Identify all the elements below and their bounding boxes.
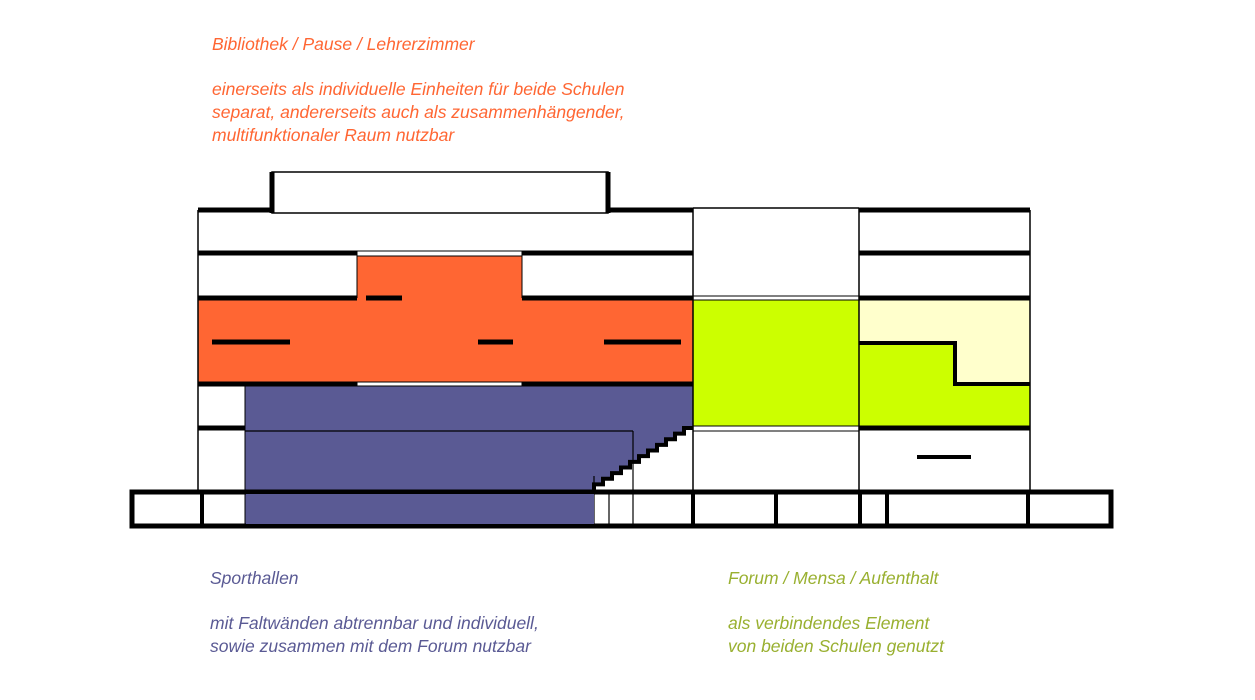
library-desc-line-1: einerseits als individuelle Einheiten fü… [212, 79, 625, 99]
sports-desc-line-2: sowie zusammen mit dem Forum nutzbar [210, 636, 531, 656]
library-desc-line-3: multifunktionaler Raum nutzbar [212, 125, 455, 145]
library-desc-line-2: separat, andererseits auch als zusammenh… [212, 102, 625, 122]
library-title: Bibliothek / Pause / Lehrerzimmer [212, 34, 475, 54]
forum-zone [693, 300, 1030, 426]
forum-desc-line-2: von beiden Schulen genutzt [728, 636, 944, 656]
forum-title: Forum / Mensa / Aufenthalt [728, 568, 939, 588]
library-zone-upper [357, 256, 522, 300]
structure-lines [129, 171, 1114, 529]
sports-title: Sporthallen [210, 568, 299, 588]
sports-desc-line-1: mit Faltwänden abtrennbar und individuel… [210, 613, 539, 633]
sports-hall-ground [246, 494, 594, 524]
forum-desc-line-1: als verbindendes Element [728, 613, 930, 633]
